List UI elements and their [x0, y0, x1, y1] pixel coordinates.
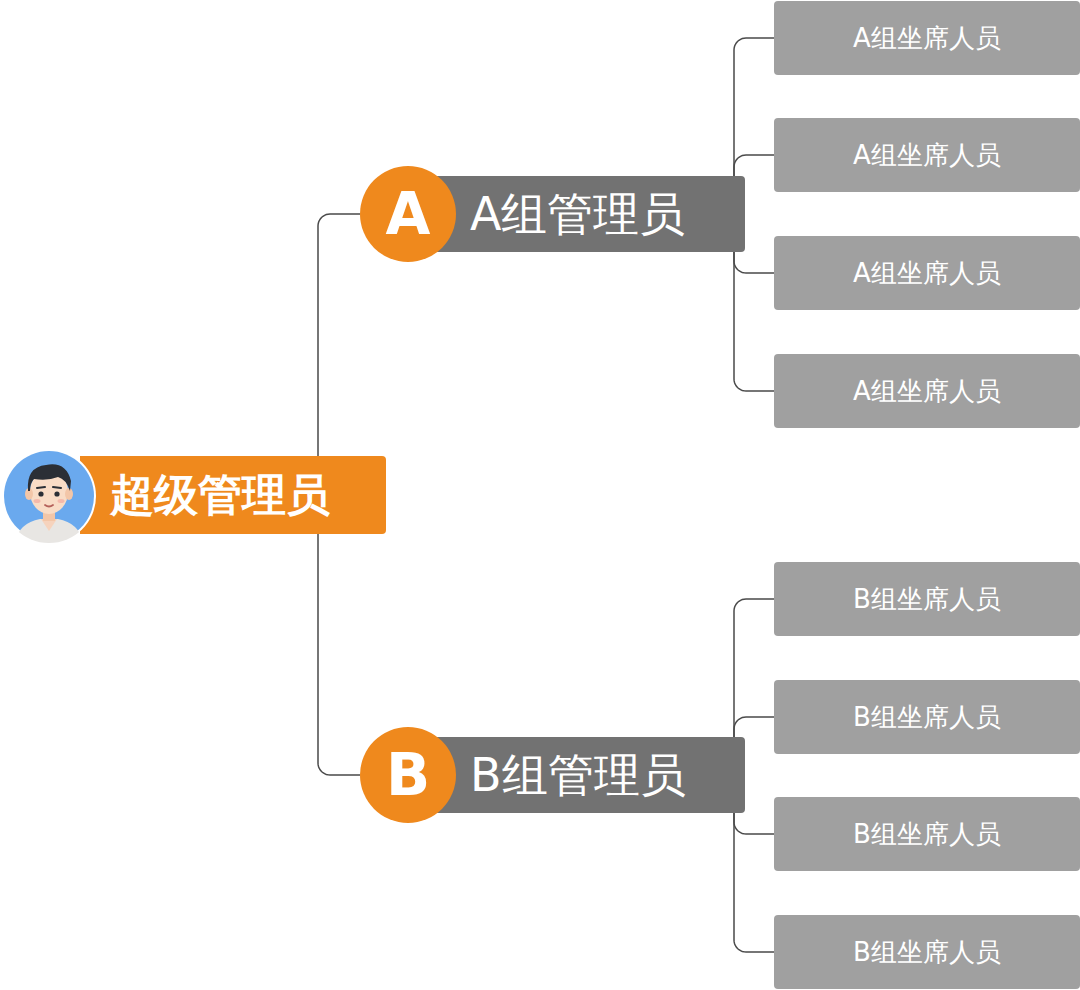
seat-label: A组坐席人员	[774, 236, 1080, 310]
avatar-brow	[53, 487, 61, 488]
avatar-background	[4, 451, 94, 541]
avatar-hair	[28, 464, 71, 491]
group-admin-node: BB组管理员	[360, 727, 745, 823]
root-label: 超级管理员	[110, 456, 330, 534]
tree-connector	[734, 599, 774, 737]
avatar-illustration	[0, 447, 98, 545]
seat-node: A组坐席人员	[774, 236, 1080, 310]
avatar-eye	[54, 491, 59, 496]
tree-connector	[734, 252, 774, 273]
tree-connector	[734, 155, 774, 176]
group-badge-letter: B	[360, 727, 456, 823]
seat-node: A组坐席人员	[774, 354, 1080, 428]
avatar-ring	[2, 449, 96, 543]
seat-node: A组坐席人员	[774, 118, 1080, 192]
avatar-cheek	[34, 499, 41, 503]
tree-connector	[734, 252, 774, 391]
seat-label: A组坐席人员	[774, 1, 1080, 75]
avatar-brow	[37, 487, 45, 488]
tree-connector	[734, 38, 774, 176]
seat-node: B组坐席人员	[774, 680, 1080, 754]
seat-node: A组坐席人员	[774, 1, 1080, 75]
seat-label: B组坐席人员	[774, 797, 1080, 871]
group-admin-node: AA组管理员	[360, 166, 745, 262]
group-badge-letter: A	[360, 166, 456, 262]
seat-label: B组坐席人员	[774, 915, 1080, 989]
seat-node: B组坐席人员	[774, 797, 1080, 871]
tree-connector	[318, 214, 360, 456]
seat-label: A组坐席人员	[774, 354, 1080, 428]
tree-connector	[734, 717, 774, 737]
avatar-mouth	[45, 505, 53, 507]
tree-connector	[318, 534, 360, 775]
tree-connector	[734, 813, 774, 834]
group-label: B组管理员	[470, 737, 686, 813]
seat-label: B组坐席人员	[774, 680, 1080, 754]
avatar-eye	[38, 491, 43, 496]
avatar-ear	[65, 488, 73, 500]
avatar-shirt	[14, 519, 84, 545]
seat-node: B组坐席人员	[774, 915, 1080, 989]
seat-label: B组坐席人员	[774, 562, 1080, 636]
seat-label: A组坐席人员	[774, 118, 1080, 192]
group-label: A组管理员	[470, 176, 685, 252]
tree-connector	[734, 813, 774, 952]
avatar-cheek	[58, 499, 65, 503]
seat-node: B组坐席人员	[774, 562, 1080, 636]
